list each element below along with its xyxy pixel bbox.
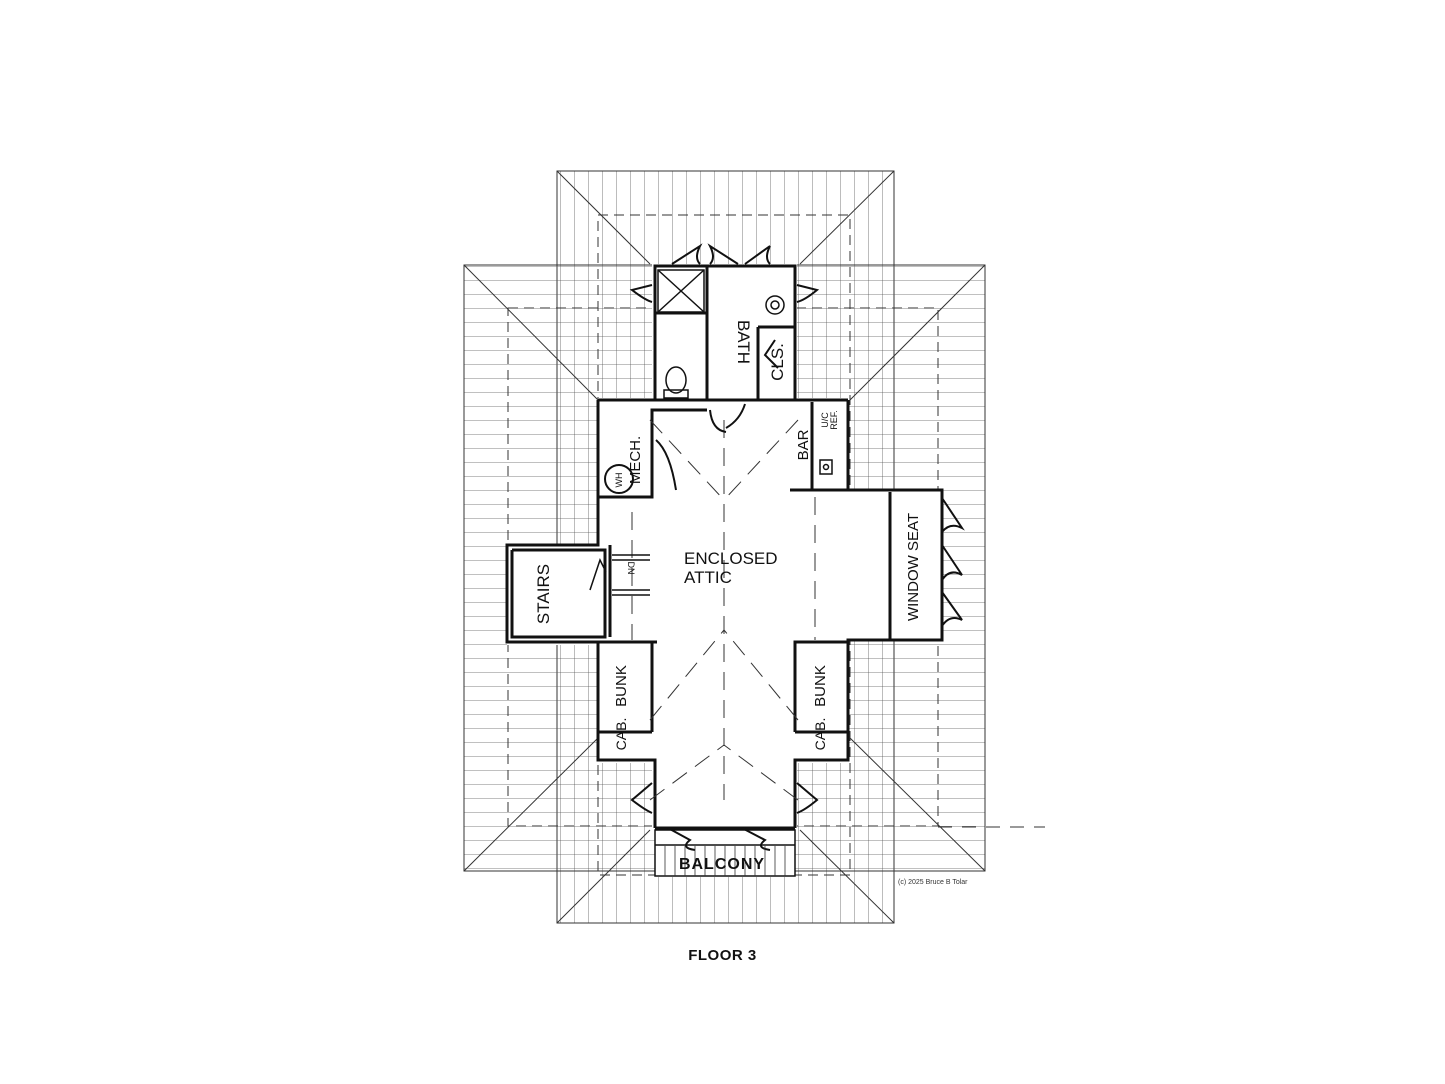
label-balcony: BALCONY: [679, 856, 765, 873]
label-closet: CLS.: [768, 343, 787, 381]
label-bunk-right: BUNK: [812, 665, 829, 707]
label-mech: MECH.: [627, 436, 644, 484]
door-swings: [629, 243, 965, 851]
label-window-seat: WINDOW SEAT: [905, 513, 922, 621]
exterior-walls: [505, 264, 944, 830]
label-ref: REF.: [829, 410, 839, 430]
attic-ridge-lines: [631, 419, 816, 801]
label-cab-left: CAB.: [613, 718, 629, 751]
label-attic-line2: ATTIC: [684, 568, 732, 587]
label-attic-line1: ENCLOSED: [684, 549, 778, 568]
label-bunk-left: BUNK: [613, 665, 630, 707]
label-water-heater: WH: [614, 473, 624, 488]
fixtures: [589, 269, 833, 877]
room-labels: BATH CLS. MECH. WH BAR U/C REF. ENCLOSED…: [534, 320, 968, 886]
copyright-notice: (c) 2025 Bruce B Tolar: [898, 879, 968, 886]
label-bar: BAR: [795, 429, 812, 460]
floor-caption: FLOOR 3: [688, 947, 757, 964]
label-cab-right: CAB.: [812, 718, 828, 751]
label-stairs: STAIRS: [534, 564, 553, 624]
balcony-decking: [664, 846, 786, 876]
label-bath: BATH: [734, 320, 753, 364]
label-down: DN: [626, 562, 636, 575]
label-uc: U/C: [820, 412, 830, 428]
